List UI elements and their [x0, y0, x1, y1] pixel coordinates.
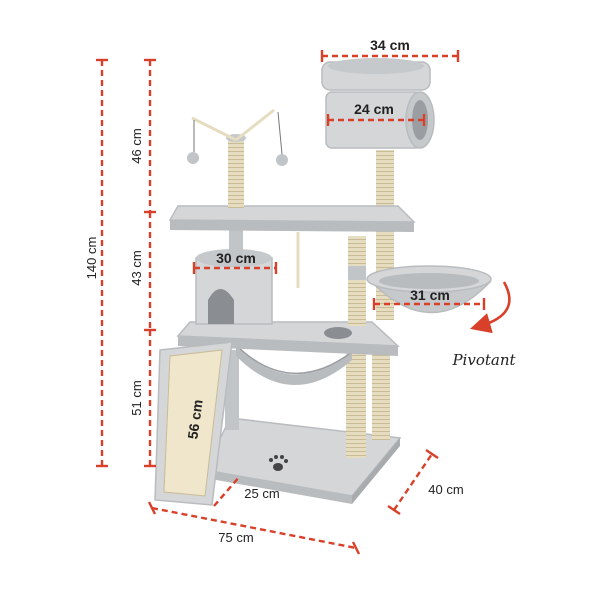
cat-tree [154, 58, 492, 506]
hammock [236, 345, 352, 386]
paw-print-icon [269, 455, 288, 471]
sisal-post [346, 340, 366, 458]
sisal-post [372, 340, 390, 440]
dim-ramp-width: 25 cm [244, 486, 279, 501]
dim-base-width: 75 cm [218, 530, 253, 545]
dim-total-height: 140 cm [84, 237, 99, 280]
dim-upper-section: 46 cm [129, 128, 144, 163]
upper-platform [168, 205, 416, 223]
scratching-ramp [154, 341, 233, 506]
sisal-post [228, 138, 244, 208]
dim-tunnel: 24 cm [354, 101, 394, 117]
dim-basket: 31 cm [410, 287, 450, 303]
sisal-post [348, 236, 366, 326]
dimension-lines [100, 54, 484, 550]
toy-ball [276, 154, 288, 166]
dim-middle-section: 43 cm [129, 250, 144, 285]
toy-ball [187, 152, 199, 164]
dim-ramp: 56 cm [184, 399, 205, 441]
dim-condo: 30 cm [216, 250, 256, 266]
top-bed [321, 58, 431, 91]
pivot-label: Pivotant [451, 351, 516, 369]
pivot-arrow-icon [470, 281, 511, 334]
dim-lower-section: 51 cm [129, 380, 144, 415]
dim-top-width: 34 cm [370, 37, 410, 53]
dim-base-depth: 40 cm [428, 482, 463, 497]
